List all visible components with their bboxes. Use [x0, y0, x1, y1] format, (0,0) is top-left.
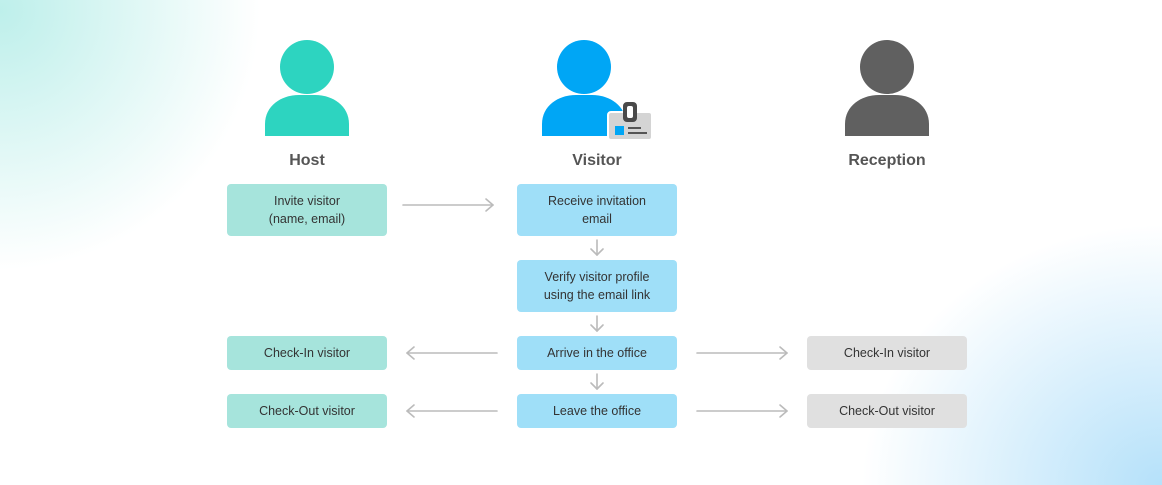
arrow-leave-to-host-check-out: [406, 404, 498, 418]
visitor-person-with-badge-icon: [542, 40, 654, 142]
arrow-verify-to-arrive: [590, 315, 604, 332]
visitor-label: Visitor: [572, 152, 622, 169]
arrow-invite-to-receive: [402, 198, 494, 212]
host-check-out-step: Check-Out visitor: [227, 394, 387, 428]
host-person-icon: [265, 40, 349, 136]
arrow-arrive-to-reception-check-in: [696, 346, 788, 360]
invite-visitor-step: Invite visitor (name, email): [227, 184, 387, 236]
verify-profile-step: Verify visitor profile using the email l…: [517, 260, 677, 312]
host-label: Host: [289, 152, 325, 169]
arrow-arrive-to-leave: [590, 373, 604, 390]
receive-invitation-step: Receive invitation email: [517, 184, 677, 236]
leave-office-step: Leave the office: [517, 394, 677, 428]
reception-label: Reception: [848, 152, 926, 169]
reception-person-icon: [845, 40, 929, 136]
reception-check-out-step: Check-Out visitor: [807, 394, 967, 428]
host-check-in-step: Check-In visitor: [227, 336, 387, 370]
reception-check-in-step: Check-In visitor: [807, 336, 967, 370]
arrive-office-step: Arrive in the office: [517, 336, 677, 370]
arrow-receive-to-verify: [590, 239, 604, 256]
arrow-arrive-to-host-check-in: [406, 346, 498, 360]
arrow-leave-to-reception-check-out: [696, 404, 788, 418]
